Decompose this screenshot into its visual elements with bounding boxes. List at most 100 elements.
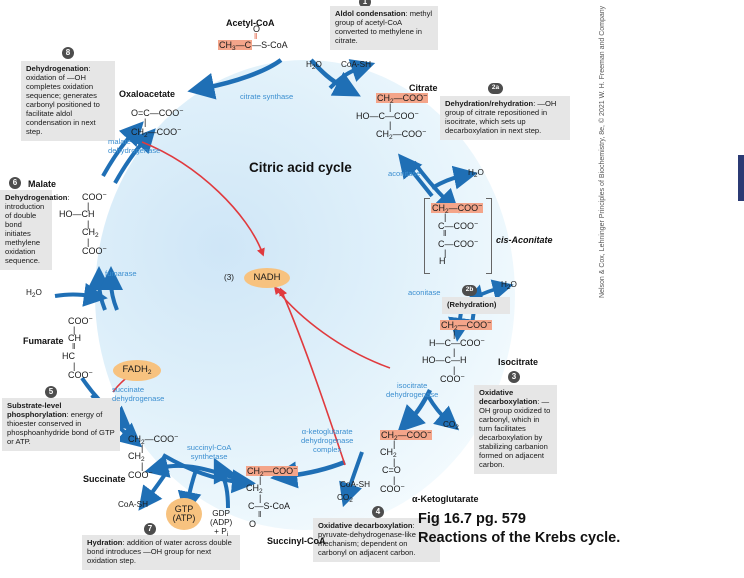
bracket-tr — [486, 198, 492, 200]
fumarate-label: Fumarate — [23, 336, 64, 346]
step-1-body: methyl group of acetyl-CoA converted to … — [335, 9, 433, 45]
oxaloacetate-label: Oxaloacetate — [119, 89, 176, 99]
succoa-double-bond: ‖ — [258, 510, 262, 519]
step-5-title: Hydration — [87, 538, 123, 547]
enzyme-isocitrate-dehydrogenase-l1: isocitrate — [396, 381, 428, 390]
enzyme-akg-l2: dehydrogenase — [301, 435, 354, 445]
cis-aconitate-bond-1: | — [444, 212, 447, 222]
step-2a-note: Dehydration/rehydration: —OH group of ci… — [440, 96, 570, 140]
malate-bond-3: | — [87, 237, 90, 247]
step-7-number: 6 — [9, 177, 21, 189]
succinate-line2: CH2 — [128, 451, 145, 463]
fadh2-label: FADH2 — [122, 363, 152, 376]
publisher-credit-wrap: Nelson & Cox, Lehninger Principles of Bi… — [590, 0, 606, 300]
enzyme-malate-dehydrogenase: malate dehydrogenase — [108, 137, 160, 156]
isocitrate-bond-1: | — [453, 329, 456, 339]
step-2b-number: 2b — [462, 285, 477, 296]
acetyl-coa-label: Acetyl-CoA — [226, 18, 275, 28]
step-7-title: Dehydrogenation — [5, 193, 68, 202]
enzyme-succinyl-coa-synthetase: succinyl-CoA synthetase — [187, 443, 232, 462]
cis-aconitate-line4: H — [439, 256, 446, 266]
cis-aconitate-double-bond: ‖ — [443, 229, 447, 238]
step-4-title: Oxidative decarboxylation — [318, 521, 413, 530]
succoa-line3: C—S-CoA — [248, 501, 291, 511]
h2o-citrate-synthase: H2O — [306, 60, 322, 71]
akg-bond-2: | — [393, 457, 396, 467]
cis-aconitate-line3: C—COO− — [438, 239, 479, 249]
citrate-structure-line2: HO—C—COO− — [356, 111, 419, 121]
alpha-ketoglutarate-label: α-Ketoglutarate — [412, 494, 479, 504]
enzyme-scs-l1: succinyl-CoA — [187, 443, 232, 452]
bracket-bl — [424, 273, 430, 275]
akg-line4: COO− — [380, 484, 405, 494]
enzyme-akg-dehydrogenase-complex: α-ketoglutarate dehydrogenase complex — [301, 427, 354, 455]
enzyme-akg-l1: α-ketoglutarate — [301, 427, 353, 436]
step-6-note: Substrate-level phosphorylation: energy … — [2, 398, 120, 451]
step-5-number: 7 — [144, 523, 156, 535]
acetyl-coa-atom-o: O — [253, 24, 261, 34]
enzyme-citrate-synthase: citrate synthase — [240, 92, 294, 101]
malate-bond-2: | — [87, 219, 90, 229]
step-3-number: 3 — [508, 371, 520, 383]
step-2b-note: (Rehydration) — [442, 297, 510, 314]
gdp-line1: GDP — [212, 509, 231, 518]
step-8-title: Dehydrogenation — [26, 64, 89, 73]
isocitrate-line4: COO− — [440, 374, 465, 384]
succoa-line1: CH2—COO− — [246, 466, 299, 478]
akg-line1: CH2—COO− — [380, 430, 433, 442]
step-1-note: Aldol condensation: methyl group of acet… — [330, 6, 438, 50]
enzyme-fumarase: fumarase — [105, 269, 137, 278]
oxaloacetate-structure-line1: O=C—COO− — [131, 108, 184, 118]
step-3-body: —OH group oxidized to carbonyl, which in… — [479, 396, 551, 469]
coash-succinyl-coa-synthetase: CoA-SH — [118, 500, 149, 509]
fumarate-line4: COO− — [68, 370, 93, 380]
succinate-label: Succinate — [83, 474, 126, 484]
co2-isocitrate-dehydrogenase: CO2 — [443, 420, 459, 431]
step-3-note: Oxidative decarboxylation: —OH group oxi… — [474, 385, 557, 474]
malate-line3: CH2 — [82, 227, 99, 239]
cis-aconitate-bond-2: | — [444, 248, 447, 258]
citrate-structure-line3: CH2—COO− — [376, 129, 427, 141]
figure-caption: Fig 16.7 pg. 579 Reactions of the Krebs … — [418, 510, 620, 548]
nadh-label: NADH — [253, 272, 281, 284]
isocitrate-line3: HO—C—H — [422, 355, 467, 365]
succinate-bond-2: | — [141, 461, 144, 471]
figure-caption-line1: Fig 16.7 pg. 579 — [418, 511, 526, 527]
enzyme-aconitase-1: aconitase — [388, 169, 421, 178]
enzyme-scs-l2: synthetase — [190, 451, 228, 461]
step-1-title: Aldol condensation — [335, 9, 406, 18]
step-8-number: 8 — [62, 47, 74, 59]
succoa-line4: O — [249, 519, 257, 529]
fumarate-line1: COO− — [68, 316, 93, 326]
isocitrate-label: Isocitrate — [498, 357, 539, 367]
step-3-title: Oxidative decarboxylation — [479, 388, 538, 406]
succoa-bond-2: | — [259, 493, 262, 503]
gdp-adp-pi: GDP (ADP) + Pi — [210, 509, 232, 539]
step-4-note: Oxidative decarboxylation: pyruvate-dehy… — [313, 518, 440, 562]
oxaloacetate-structure-line2: CH2—COO− — [131, 127, 182, 139]
malate-bond-1: | — [87, 201, 90, 211]
enzyme-akg-l3: complex — [313, 444, 342, 454]
enzyme-aconitase-2: aconitase — [408, 288, 441, 297]
step-4-number: 4 — [372, 506, 384, 518]
fadh2-badge: FADH2 — [113, 360, 161, 381]
atp-label: (ATP) — [172, 513, 196, 523]
step-2a-body: —OH group of citrate repositioned in iso… — [445, 99, 557, 135]
acetyl-coa-double-bond: ‖ — [254, 32, 258, 41]
succinate-line1: CH2—COO− — [128, 434, 179, 446]
step-6-title: Substrate-level phosphorylation — [7, 401, 67, 419]
enzyme-isocitrate-dehydrogenase: isocitrate dehydrogenase — [386, 381, 439, 400]
step-2b-body: (Rehydration) — [447, 300, 497, 309]
coash-akg-dehydrogenase: CoA-SH — [340, 480, 371, 489]
step-7-note: Dehydrogenation: introduction of double … — [0, 190, 70, 270]
citrate-label: Citrate — [409, 83, 438, 93]
succinate-bond-1: | — [141, 443, 144, 453]
enzyme-sdh-l2: dehydrogenase — [112, 393, 165, 403]
malate-line1: COO− — [82, 192, 107, 202]
citrate-bond-2: | — [389, 120, 392, 130]
isocitrate-line2: H—C—COO− — [429, 338, 485, 348]
step-2a-title: Dehydration/rehydration — [445, 99, 534, 108]
enzyme-isocitrate-dehydrogenase-l2: dehydrogenase — [386, 389, 439, 399]
step-6-body: energy of thioester conserved in phospho… — [7, 409, 115, 446]
coash-citrate-synthase: CoA-SH — [341, 60, 372, 69]
